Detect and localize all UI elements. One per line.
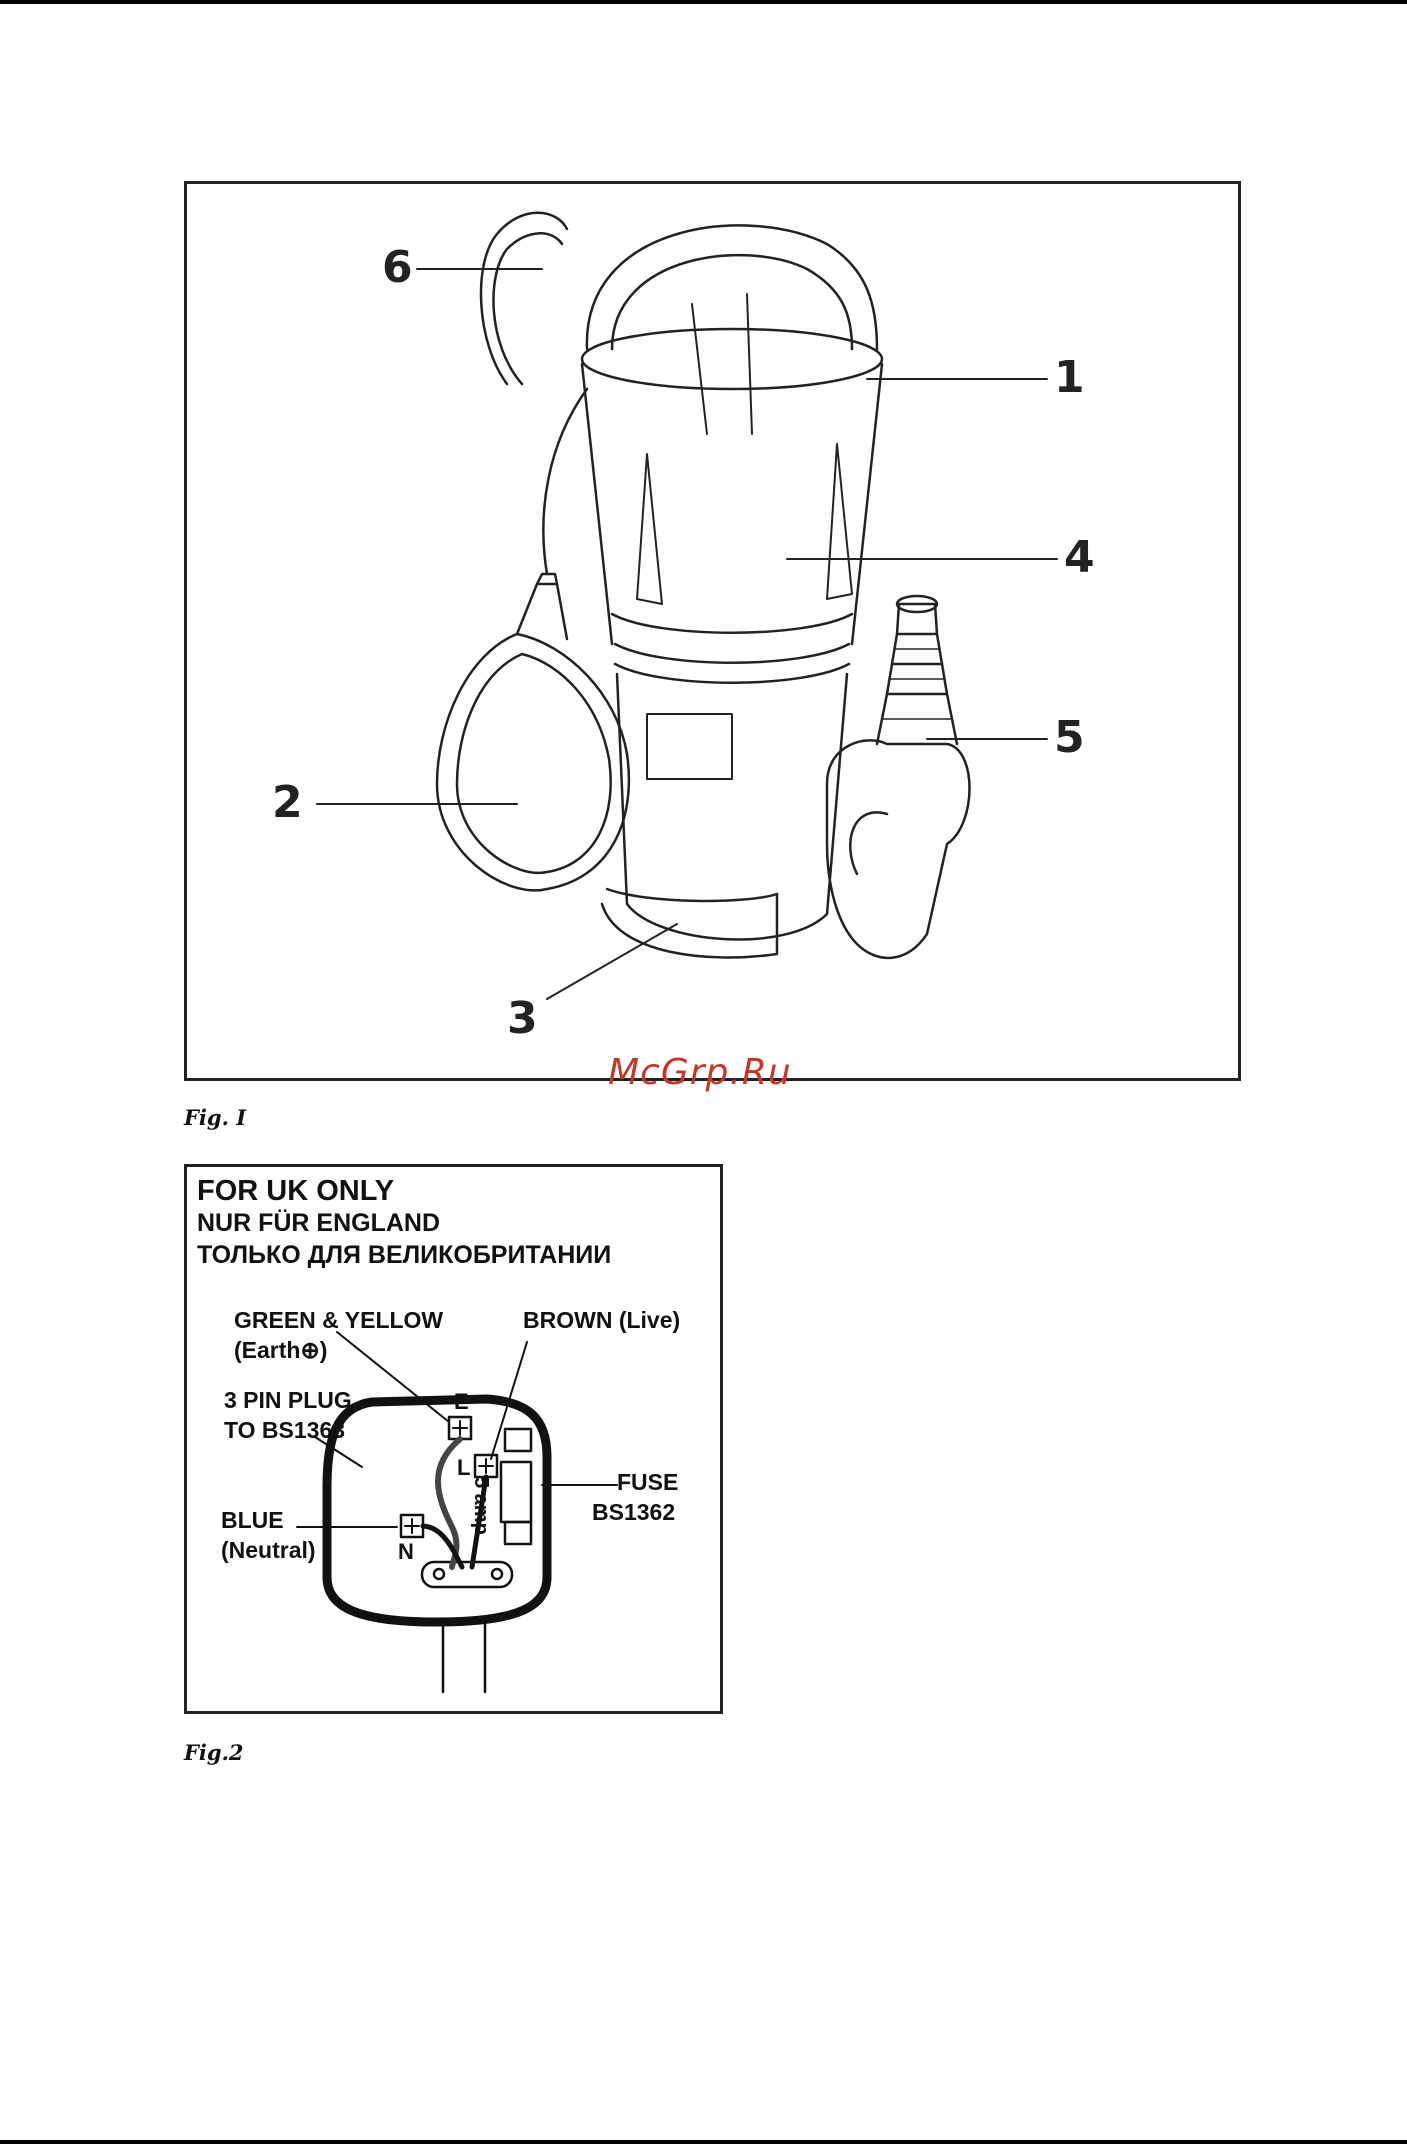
callout-3: 3 bbox=[507, 997, 538, 1041]
callout-4: 4 bbox=[1064, 536, 1095, 580]
plug-body-outline bbox=[327, 1399, 547, 1622]
label-brown-live: BROWN (Live) bbox=[523, 1307, 680, 1335]
terminal-earth-letter: E bbox=[454, 1389, 469, 1415]
fuse-rating-label: 5 amp bbox=[469, 1477, 492, 1535]
label-blue: BLUE bbox=[221, 1507, 284, 1535]
label-fuse: FUSE bbox=[617, 1469, 678, 1497]
label-green-yellow: GREEN & YELLOW bbox=[234, 1307, 443, 1335]
label-earth: (Earth⊕) bbox=[234, 1337, 327, 1365]
callout-5: 5 bbox=[1054, 716, 1085, 760]
watermark: McGrp.Ru bbox=[608, 1052, 792, 1093]
terminal-neutral-letter: N bbox=[398, 1539, 414, 1565]
float-switch-outline bbox=[437, 634, 629, 890]
figure-1-caption: Fig. I bbox=[184, 1105, 246, 1130]
figure-2-plug-wiring: FOR UK ONLY NUR FÜR ENGLAND ТОЛЬКО ДЛЯ В… bbox=[184, 1164, 723, 1714]
figure-1-pump-diagram: 6 1 4 5 2 3 bbox=[184, 181, 1241, 1081]
handle-outer-line bbox=[587, 225, 877, 349]
label-plug-2: TO BS1363 bbox=[224, 1417, 345, 1445]
figure-2-caption: Fig.2 bbox=[184, 1740, 244, 1765]
leader-line-3 bbox=[547, 924, 677, 999]
callout-2: 2 bbox=[272, 781, 303, 825]
label-plug-1: 3 PIN PLUG bbox=[224, 1387, 352, 1415]
top-rule bbox=[0, 0, 1407, 4]
label-fuse-standard: BS1362 bbox=[592, 1499, 675, 1527]
outlet-elbow-line bbox=[827, 740, 970, 958]
callout-1: 1 bbox=[1054, 356, 1085, 400]
pump-illustration bbox=[187, 184, 1238, 1078]
label-neutral: (Neutral) bbox=[221, 1537, 316, 1565]
bottom-rule bbox=[0, 2140, 1407, 2144]
callout-6: 6 bbox=[382, 246, 413, 290]
